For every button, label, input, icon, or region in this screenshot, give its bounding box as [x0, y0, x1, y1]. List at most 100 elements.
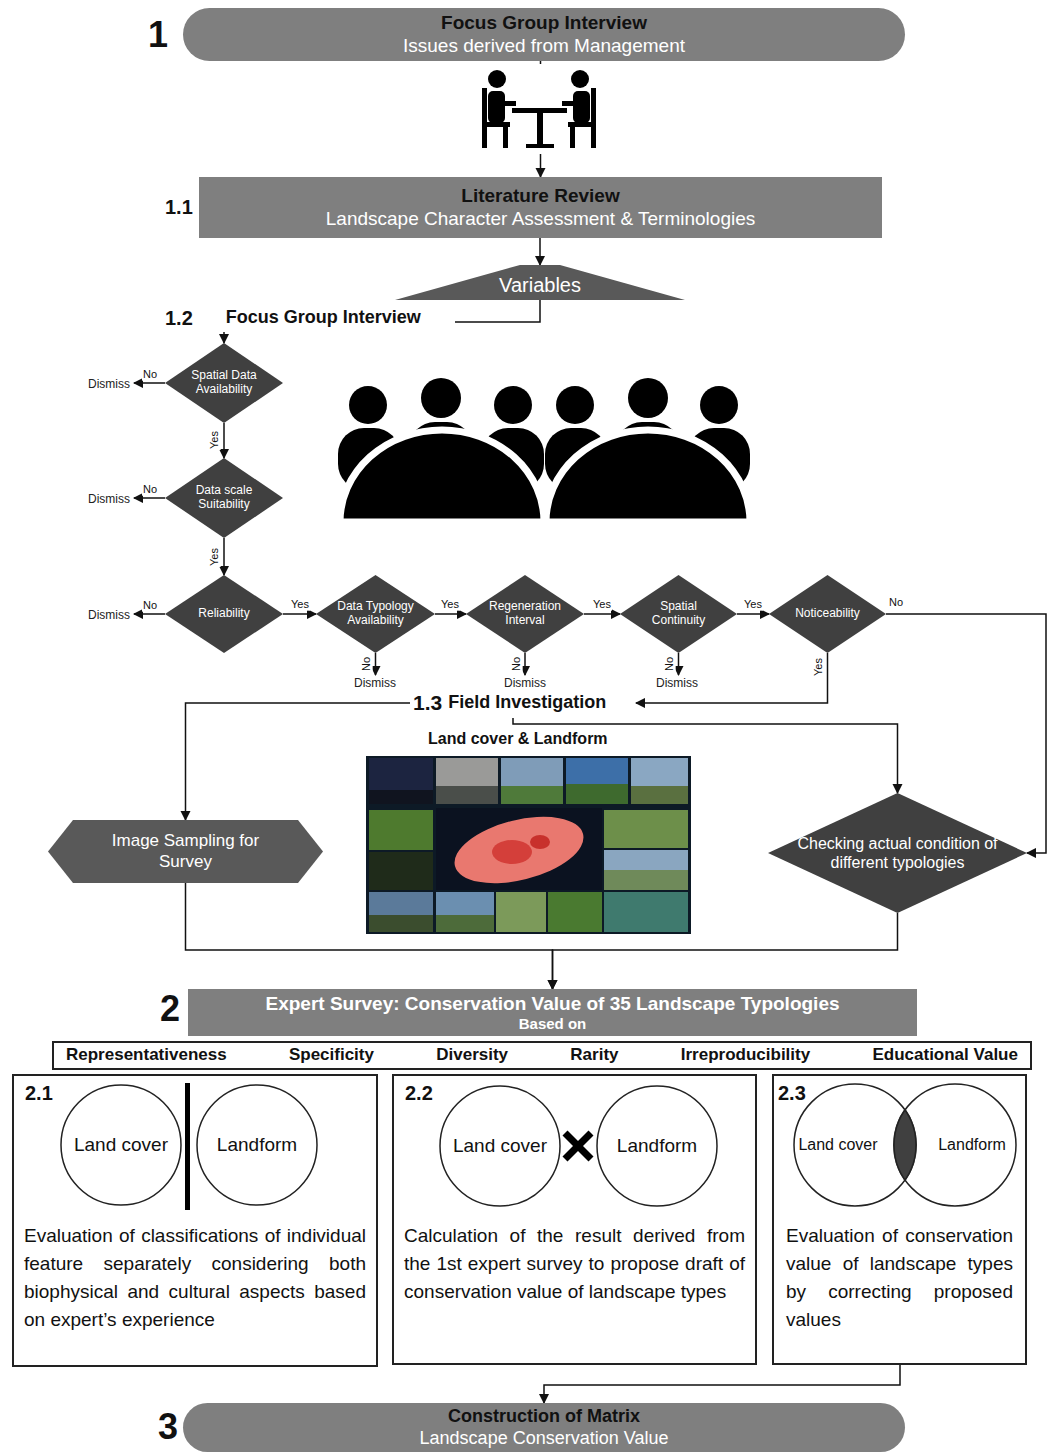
node-text: Landscape Character Assessment & Termino… — [326, 208, 756, 231]
decision-diamond-outline — [768, 793, 1027, 913]
node-text: Landform — [938, 1135, 1006, 1154]
group-meeting-icon-part-part — [700, 386, 738, 424]
node-text: Landscape Conservation Value — [420, 1428, 669, 1450]
photo-collage-part — [366, 756, 691, 934]
edge-label: No — [142, 483, 158, 496]
node-text: Literature Review — [461, 185, 619, 208]
edge-label: Yes — [440, 598, 460, 611]
photo-collage-part — [369, 758, 433, 804]
diamond-shape — [165, 458, 283, 538]
node-text: Irreproducibility — [681, 1045, 810, 1065]
dismiss-terminal: Dismiss — [652, 675, 702, 691]
node-text: Data scale Suitability — [178, 484, 270, 512]
node-text: Dismiss — [354, 676, 396, 690]
photo-collage-part — [530, 835, 550, 849]
edge-label: Yes — [592, 598, 612, 611]
meeting-icon-part-part — [488, 91, 505, 123]
decision-diamond: Noticeability — [769, 575, 886, 653]
decision-diamond: Reliability — [165, 575, 283, 653]
node-text: Construction of Matrix — [448, 1406, 640, 1428]
edge-label: Yes — [743, 598, 763, 611]
flow-connector — [636, 653, 828, 703]
node-text: Expert Survey: Conservation Value of 35 … — [265, 993, 839, 1016]
diamond-shape — [466, 575, 584, 653]
circle-outline — [197, 1085, 317, 1205]
hex-shape — [48, 820, 323, 883]
circle-outline — [440, 1086, 560, 1206]
edge-label: No — [510, 656, 523, 672]
photo-collage-part — [369, 810, 433, 850]
feature-circle: Land cover — [439, 1085, 561, 1207]
flow-connector — [455, 300, 540, 322]
diamond-shape — [165, 575, 283, 653]
dismiss-terminal: Dismiss — [84, 491, 134, 507]
group-meeting-icon-part — [340, 430, 544, 522]
photo-collage-part — [501, 786, 563, 804]
photo-collage-part — [604, 870, 688, 890]
decision-diamond: Data scale Suitability — [165, 458, 283, 538]
photo-collage-part — [496, 892, 546, 932]
decision-diamond: Data Typology Availability — [316, 575, 435, 653]
venn-overlap — [893, 1108, 917, 1181]
diamond-shape — [165, 343, 283, 423]
decision-diamond: Spatial Continuity — [620, 575, 737, 653]
photo-collage-part — [436, 915, 494, 932]
flow-connector — [223, 423, 225, 458]
node-text: Spatial Data Availability — [178, 369, 270, 397]
feature-circle: Landform — [196, 1084, 318, 1206]
node-text: Land cover — [74, 1134, 168, 1157]
group-meeting-icon-part-part — [628, 378, 668, 418]
photo-collage-part — [566, 784, 628, 804]
node-text: Evaluation of classifications of individ… — [24, 1222, 366, 1334]
flow-connector — [134, 613, 165, 615]
feature-circle: Land cover — [60, 1084, 182, 1206]
edge-label: No — [888, 596, 904, 609]
variables-trapezoid: Variables — [395, 265, 685, 300]
node-text: Issues derived from Management — [403, 35, 685, 58]
flow-connector — [186, 703, 411, 820]
flow-connector — [513, 718, 898, 793]
photo-collage-part — [604, 850, 688, 890]
meeting-icon-part-part — [591, 88, 596, 148]
node-text: Focus Group Interview — [441, 12, 647, 35]
meeting-icon-part-part — [570, 122, 575, 148]
criteria-box: RepresentativenessSpecificityDiversityRa… — [52, 1041, 1032, 1070]
callout-number: 2.3 — [778, 1082, 806, 1105]
node-text: Noticeability — [795, 607, 860, 621]
node-text: Reliability — [198, 607, 249, 621]
photo-collage-part — [448, 805, 591, 895]
step-heading: 1.3Field Investigation — [410, 688, 636, 718]
photo-collage-part — [436, 758, 498, 804]
feature-circle: Land cover — [793, 1083, 917, 1207]
method-box: Evaluation of classifications of individ… — [12, 1074, 378, 1367]
node-text: Regeneration Interval — [479, 600, 571, 628]
photo-collage-part — [436, 786, 498, 804]
flow-connector — [134, 497, 165, 499]
dismiss-terminal: Dismiss — [84, 607, 134, 623]
node-text: 1.3 — [413, 690, 442, 715]
node-text: Land cover — [453, 1135, 547, 1158]
edge-label: No — [663, 656, 676, 672]
node-text: Educational Value — [872, 1045, 1018, 1065]
meeting-icon-part-part — [537, 113, 543, 146]
decision-diamond: Spatial Data Availability — [165, 343, 283, 423]
flow-connector — [544, 1365, 900, 1403]
hexagon-step: Image Sampling for Survey — [48, 820, 323, 883]
dismiss-terminal: Dismiss — [500, 675, 550, 691]
circle-outline — [61, 1085, 181, 1205]
flow-connector — [223, 538, 225, 575]
diamond-shape — [768, 793, 1027, 913]
separator-bar-part — [185, 1083, 190, 1210]
flow-connector — [678, 653, 680, 675]
flow-connector — [134, 382, 165, 384]
photo-collage-part — [604, 810, 688, 848]
node-text: Landform — [617, 1135, 697, 1158]
photo-collage-part — [548, 892, 602, 932]
flow-connector — [435, 613, 466, 615]
feature-circle: Landform — [893, 1083, 1017, 1207]
edge-label: Yes — [208, 430, 221, 450]
node-text: Spatial Continuity — [633, 600, 725, 628]
node-text: Focus Group Interview — [226, 307, 421, 329]
edge-label: No — [360, 656, 373, 672]
